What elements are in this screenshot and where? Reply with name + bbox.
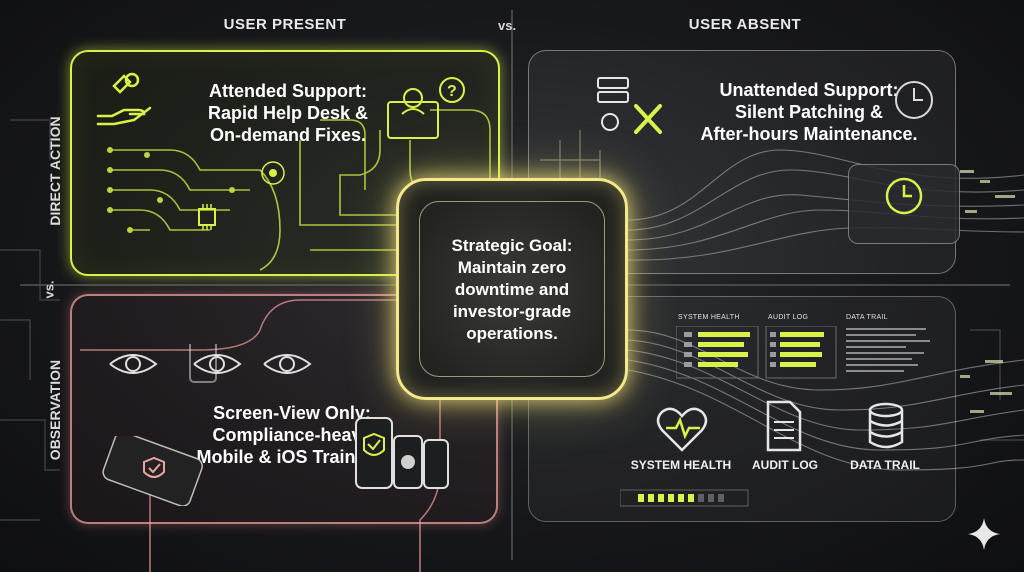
chip-icon xyxy=(198,204,216,230)
screenview-title-line: Mobile & iOS Training. xyxy=(196,447,388,467)
unattended-title-line: Unattended Support: xyxy=(719,80,899,100)
row-header-observation: OBSERVATION xyxy=(47,359,63,461)
clock-icon xyxy=(895,81,933,119)
target-node-icon xyxy=(261,161,285,185)
strategic-goal-chip: Strategic Goal: Maintain zero downtime a… xyxy=(396,178,628,400)
unattended-title-line: Silent Patching & xyxy=(734,102,884,122)
row-header-direct-action: DIRECT ACTION xyxy=(47,116,63,226)
progress-segments xyxy=(620,489,749,507)
unattended-support-title: Unattended Support: Silent Patching & Af… xyxy=(679,79,939,145)
column-header-user-absent: USER ABSENT xyxy=(688,16,802,33)
eye-icons xyxy=(109,344,312,383)
attended-title-line: Rapid Help Desk & xyxy=(207,103,369,123)
screenview-title-line: Compliance-heavy xyxy=(212,425,372,445)
heart-pulse-icon xyxy=(656,407,708,452)
mini-header-system-health: SYSTEM HEALTH xyxy=(678,314,740,321)
monitoring-dashboard-widgets xyxy=(676,326,930,379)
attended-title-line: On-demand Fixes. xyxy=(209,125,367,145)
goal-line: operations. xyxy=(466,324,558,343)
chip-inner-frame xyxy=(419,201,605,377)
column-header-user-present: USER PRESENT xyxy=(223,16,347,33)
svg-text:?: ? xyxy=(447,83,457,100)
scheduler-window xyxy=(848,164,960,244)
sparkle-icon xyxy=(968,518,1000,550)
data-trail-label: DATA TRAIL xyxy=(850,458,920,472)
hand-wrench-icon xyxy=(96,72,152,126)
unattended-title-line: After-hours Maintenance. xyxy=(700,124,918,144)
attended-support-title: Attended Support: Rapid Help Desk & On-d… xyxy=(168,80,408,146)
screen-view-title: Screen-View Only: Compliance-heavy Mobil… xyxy=(162,402,422,468)
helpdesk-agent-icon: ? xyxy=(387,77,465,139)
database-icon xyxy=(868,402,904,449)
goal-line: Maintain zero xyxy=(457,258,567,277)
screenview-title-line: Screen-View Only: xyxy=(213,403,371,423)
locked-phone-icon xyxy=(102,436,203,506)
column-vs-label: vs. xyxy=(498,18,517,33)
attended-title-line: Attended Support: xyxy=(209,81,367,101)
mini-header-data-trail: DATA TRAIL xyxy=(846,314,888,321)
scheduled-clock-icon xyxy=(885,177,923,215)
server-maintenance-icon xyxy=(597,77,662,134)
device-group-icon xyxy=(355,417,449,489)
mini-header-audit-log: AUDIT LOG xyxy=(768,314,809,321)
document-log-icon xyxy=(766,400,802,452)
audit-log-label: AUDIT LOG xyxy=(752,458,818,472)
goal-line: Strategic Goal: xyxy=(451,236,573,255)
goal-line: downtime and xyxy=(454,280,570,299)
strategic-goal-text: Strategic Goal: Maintain zero downtime a… xyxy=(399,235,625,345)
goal-line: investor-grade xyxy=(452,302,572,321)
row-vs-label: vs. xyxy=(41,280,57,299)
system-health-label: SYSTEM HEALTH xyxy=(630,458,732,472)
